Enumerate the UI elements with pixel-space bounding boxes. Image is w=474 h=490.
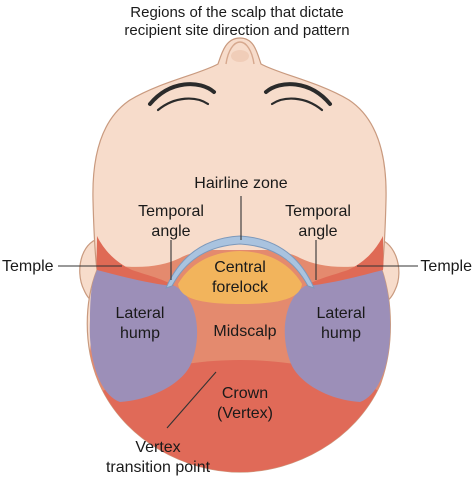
right-eyebrow	[264, 82, 332, 106]
nose-tip-shadow	[231, 50, 249, 62]
leader-vertex-transition	[166, 371, 217, 429]
label-temple-right: Temple	[420, 258, 472, 275]
label-temporal-angle-right-1: Temporal	[285, 203, 351, 220]
label-vertex-transition-2: transition point	[106, 459, 211, 476]
label-lateral-hump-left-1: Lateral	[116, 305, 165, 322]
region-temple-left	[96, 236, 174, 286]
right-eyelid	[270, 97, 324, 112]
region-hairline-zone	[165, 235, 315, 289]
region-lateral-hump-left	[89, 268, 198, 402]
left-eyelid	[156, 97, 210, 112]
diagram-title-line1: Regions of the scalp that dictate	[130, 4, 343, 21]
region-lateral-hump-right	[284, 268, 391, 402]
label-lateral-hump-right-1: Lateral	[317, 305, 366, 322]
label-crown-1: Crown	[222, 385, 268, 402]
region-temple-right	[306, 236, 384, 286]
left-eyebrow	[148, 82, 216, 106]
label-lateral-hump-right-2: hump	[321, 325, 361, 342]
label-temporal-angle-left-2: angle	[151, 223, 190, 240]
label-central-forelock-1: Central	[214, 259, 266, 276]
label-midscalp: Midscalp	[213, 323, 276, 340]
label-hairline-zone: Hairline zone	[194, 175, 287, 192]
label-crown-2: (Vertex)	[217, 405, 273, 422]
label-central-forelock-2: forelock	[212, 279, 269, 296]
nose	[225, 41, 255, 65]
label-temporal-angle-right-2: angle	[298, 223, 337, 240]
label-temple-left: Temple	[2, 258, 54, 275]
region-central-forelock	[178, 251, 302, 304]
label-lateral-hump-left-2: hump	[120, 325, 160, 342]
diagram-title-line2: recipient site direction and pattern	[124, 22, 349, 39]
label-temporal-angle-left-1: Temporal	[138, 203, 204, 220]
label-vertex-transition-1: Vertex	[135, 439, 180, 456]
